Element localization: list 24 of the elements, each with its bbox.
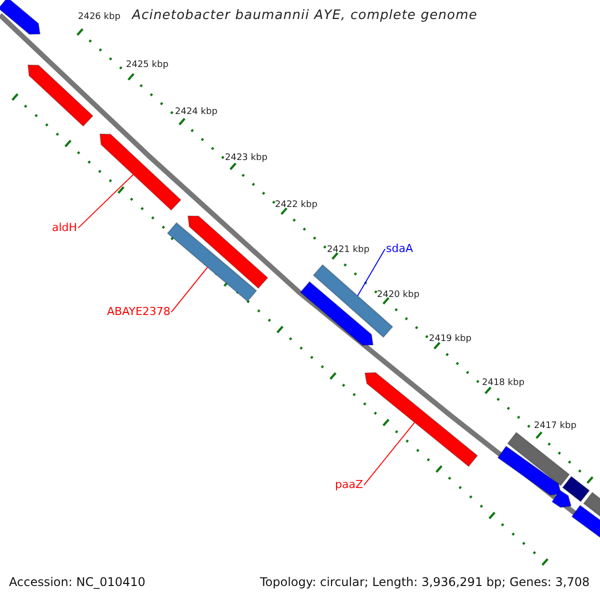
leader-line [78, 174, 134, 229]
scale-label: 2419 kbp [429, 335, 472, 345]
leader-line [364, 422, 416, 486]
footer-note: Topology: circular; Length: 3,936,291 bp; Genes: 3,708 [260, 576, 590, 590]
scale-label: 2425 kbp [126, 61, 168, 71]
gene-label: aldH [52, 222, 78, 234]
scale-label: 2420 kbp [377, 291, 420, 301]
leader-line [357, 248, 386, 296]
gene-arrow [364, 372, 478, 468]
gene-arrow [99, 133, 182, 211]
scale-label: 2423 kbp [225, 154, 268, 164]
gene-label: ABAYE2378 [107, 306, 170, 318]
gene-bar [166, 222, 258, 302]
scale-label: 2422 kbp [275, 201, 318, 211]
scale-label: 2417 kbp [534, 422, 576, 432]
scale-label: 2421 kbp [327, 246, 370, 256]
footer-note: Accession: NC_010410 [9, 576, 146, 590]
gene-label: paaZ [335, 479, 363, 492]
gene-label: sdaA [386, 243, 413, 256]
diagram-title: Acinetobacter baumannii AYE, complete genome [132, 9, 478, 24]
scale-label: 2426 kbp [78, 13, 120, 23]
scale-label: 2418 kbp [482, 379, 524, 389]
scale-label: 2424 kbp [175, 108, 218, 118]
leader-line [170, 266, 208, 313]
